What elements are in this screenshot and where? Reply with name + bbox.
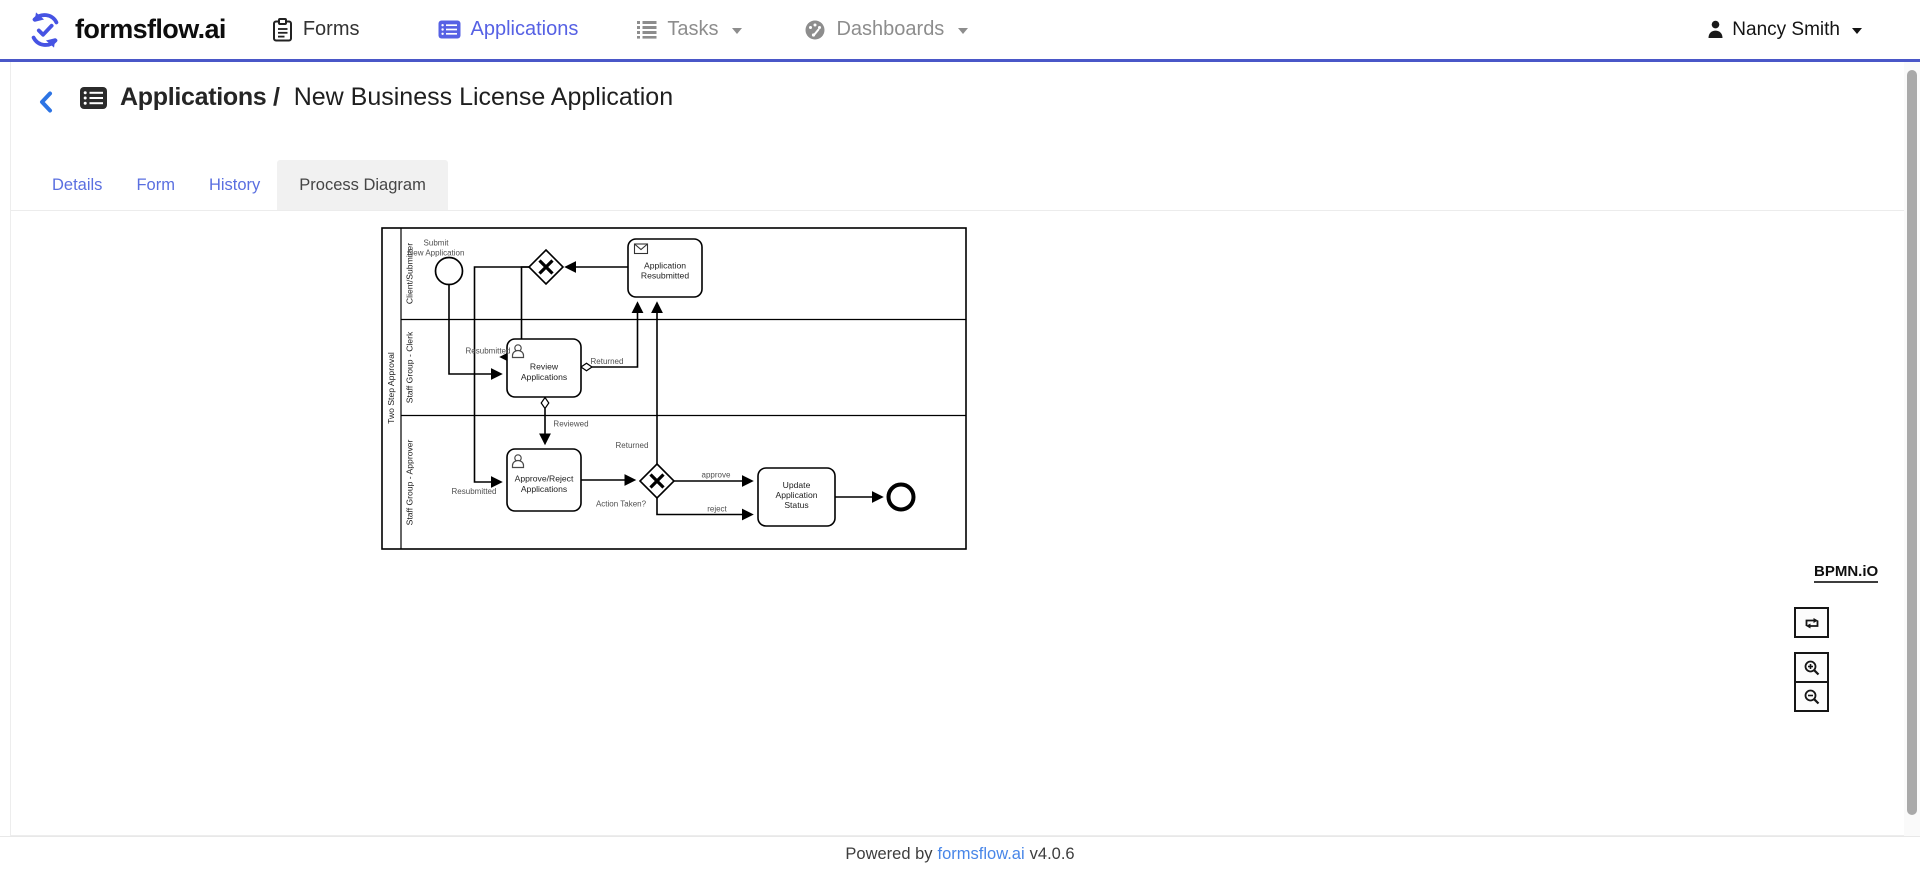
- zoom-out-button[interactable]: [1794, 681, 1829, 712]
- user-icon: [511, 454, 525, 469]
- breadcrumb-current: New Business License Application: [293, 83, 674, 111]
- flow-review-returned[interactable]: [592, 301, 644, 368]
- flow-label-reviewed: Reviewed: [553, 420, 588, 429]
- lane-label-client-submitter: Client/Submitter: [404, 243, 414, 304]
- scrollbar-thumb[interactable]: [1907, 70, 1917, 815]
- tab-bar-divider: [11, 210, 1908, 211]
- page-title: Applications / New Business License Appl…: [79, 83, 673, 112]
- task-label: Status: [784, 500, 808, 510]
- bpmn-io-link[interactable]: BPMN.iO: [1814, 563, 1879, 583]
- back-button[interactable]: [39, 89, 65, 115]
- flow-label-resubmitted: Resubmitted: [452, 487, 497, 496]
- footer-powered-by: Powered by: [845, 845, 933, 863]
- chevron-down-icon: [958, 28, 969, 34]
- task-label: Application: [644, 261, 686, 271]
- start-event-label: Submit: [424, 239, 450, 248]
- footer-brand-link[interactable]: formsflow.ai: [937, 845, 1025, 863]
- applications-list-icon: [80, 86, 107, 109]
- task-label: Application: [775, 490, 817, 500]
- main-nav: Forms Applications: [272, 17, 969, 42]
- nav-item-label: Forms: [302, 18, 360, 40]
- chevron-down-icon: [1852, 28, 1862, 34]
- scrollbar-track[interactable]: [1904, 62, 1920, 836]
- flow-label-resubmitted: Resubmitted: [466, 347, 511, 356]
- end-event[interactable]: [886, 482, 916, 512]
- tab-form[interactable]: Form: [136, 176, 175, 194]
- zoom-in-button[interactable]: [1794, 652, 1829, 683]
- task-label: Review: [530, 362, 559, 372]
- task-label: Update: [783, 480, 811, 490]
- task-application-resubmitted[interactable]: Application Resubmitted: [627, 238, 703, 298]
- lane-label-staff-approver: Staff Group - Approver: [404, 439, 414, 525]
- exclusive-gateway-action-taken[interactable]: Action Taken?: [596, 462, 676, 509]
- flow-label-returned: Returned: [616, 441, 649, 450]
- tab-bar: Details Form History Process Diagram: [35, 160, 448, 211]
- person-icon: [1708, 20, 1723, 38]
- user-icon: [511, 344, 525, 359]
- tab-details[interactable]: Details: [52, 176, 103, 194]
- nav-item-dashboards[interactable]: Dashboards: [804, 18, 969, 41]
- nav-item-label: Dashboards: [836, 18, 945, 40]
- reset-zoom-button[interactable]: [1794, 607, 1829, 638]
- start-event-label: New Application: [408, 249, 465, 258]
- start-event-submit-new-application[interactable]: Submit New Application: [408, 239, 465, 286]
- formsflow-logo-icon: [31, 11, 59, 48]
- exclusive-gateway-merge[interactable]: [527, 248, 565, 286]
- tasks-list-icon: [637, 21, 657, 39]
- task-review-applications[interactable]: Review Applications: [506, 338, 582, 398]
- conditional-flow-marker: [579, 362, 594, 372]
- reset-loop-icon: [1805, 617, 1818, 628]
- magnifier-plus-icon: [1804, 660, 1819, 675]
- brand[interactable]: formsflow.ai: [26, 11, 226, 49]
- nav-item-tasks[interactable]: Tasks: [636, 18, 743, 41]
- user-name: Nancy Smith: [1732, 18, 1840, 40]
- nav-item-label: Applications: [470, 18, 579, 40]
- dashboard-gauge-icon: [805, 20, 825, 39]
- applications-list-icon: [438, 20, 460, 39]
- task-update-application-status[interactable]: Update Application Status: [757, 467, 836, 527]
- content-card: Applications / New Business License Appl…: [10, 62, 1909, 836]
- user-menu[interactable]: Nancy Smith: [1707, 19, 1862, 41]
- breadcrumb-root: Applications /: [120, 83, 280, 111]
- tab-process-diagram[interactable]: Process Diagram: [277, 160, 448, 211]
- flow-reject[interactable]: [656, 498, 754, 521]
- pool-label: Two Step Approval: [386, 352, 396, 424]
- chevron-down-icon: [732, 28, 743, 34]
- gateway-label: Action Taken?: [596, 500, 647, 509]
- bpmn-canvas[interactable]: Two Step Approval Client/Submitter Staff…: [381, 227, 967, 550]
- conditional-flow-marker: [540, 396, 550, 410]
- flow-label-reject: reject: [707, 505, 727, 514]
- bpmn-process-diagram: Two Step Approval Client/Submitter Staff…: [381, 227, 967, 550]
- diagram-controls: [1794, 607, 1829, 712]
- task-label: Approve/Reject: [515, 474, 574, 484]
- flow-labels: Resubmitted Returned Reviewed Resubmitte…: [452, 347, 731, 514]
- task-approve-reject-applications[interactable]: Approve/Reject Applications: [506, 448, 582, 512]
- footer-version: v4.0.6: [1029, 845, 1075, 863]
- task-label: Applications: [521, 372, 567, 382]
- flow-label-returned: Returned: [591, 357, 624, 366]
- nav-item-label: Tasks: [667, 18, 719, 40]
- clipboard-icon: [272, 17, 292, 41]
- lane-label-staff-clerk: Staff Group - Clerk: [404, 331, 414, 403]
- task-label: Applications: [521, 484, 567, 494]
- top-navbar: formsflow.ai Forms: [0, 0, 1920, 62]
- flow-label-approve: approve: [702, 471, 731, 480]
- flow-start-to-review[interactable]: [448, 284, 503, 380]
- brand-name: formsflow.ai: [75, 14, 226, 44]
- pool-two-step-approval[interactable]: Two Step Approval Client/Submitter Staff…: [381, 227, 967, 550]
- message-envelope-icon: [633, 243, 649, 255]
- footer: Powered by formsflow.ai v4.0.6: [0, 836, 1920, 872]
- magnifier-minus-icon: [1804, 689, 1819, 704]
- flow-gateway-to-approve[interactable]: [473, 266, 530, 488]
- nav-item-applications[interactable]: Applications: [438, 18, 579, 41]
- nav-item-forms[interactable]: Forms: [272, 17, 360, 42]
- chevron-left-icon: [40, 91, 52, 113]
- task-label: Resubmitted: [641, 271, 689, 281]
- tab-history[interactable]: History: [208, 176, 261, 194]
